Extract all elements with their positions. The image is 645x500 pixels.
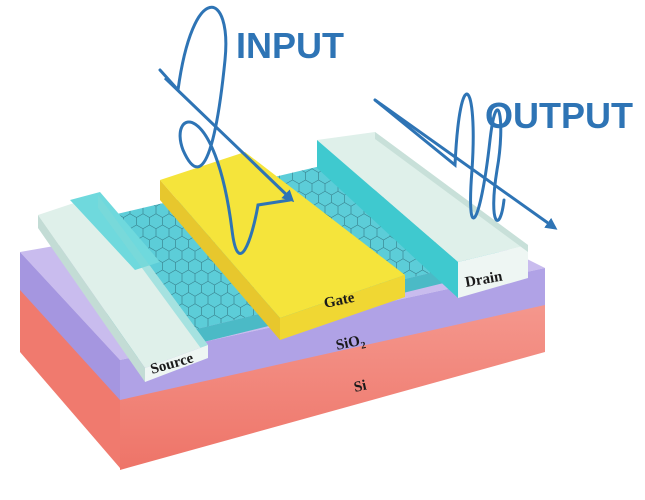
input-arrow [163,76,295,203]
input-label: INPUT [236,25,344,66]
source-electrode [38,192,208,382]
gate-label: Gate [323,290,357,312]
input-signal: INPUT [158,5,344,256]
oxide-label: SiO2 [335,332,368,357]
layer-labels: Gate Drain Source SiO2 Si [149,269,505,396]
drain-electrode [317,132,528,298]
output-signal: OUTPUT [373,92,633,230]
output-label: OUTPUT [485,95,633,136]
substrate-si [20,268,545,470]
oxide-label-base: SiO [335,333,362,354]
substrate-label: Si [353,378,369,396]
drain-label: Drain [464,269,504,291]
oxide-label-subscript: 2 [360,340,367,352]
output-arrow [374,98,558,230]
gate-electrode [160,152,405,340]
input-wave [158,5,292,256]
output-wave [373,92,506,222]
